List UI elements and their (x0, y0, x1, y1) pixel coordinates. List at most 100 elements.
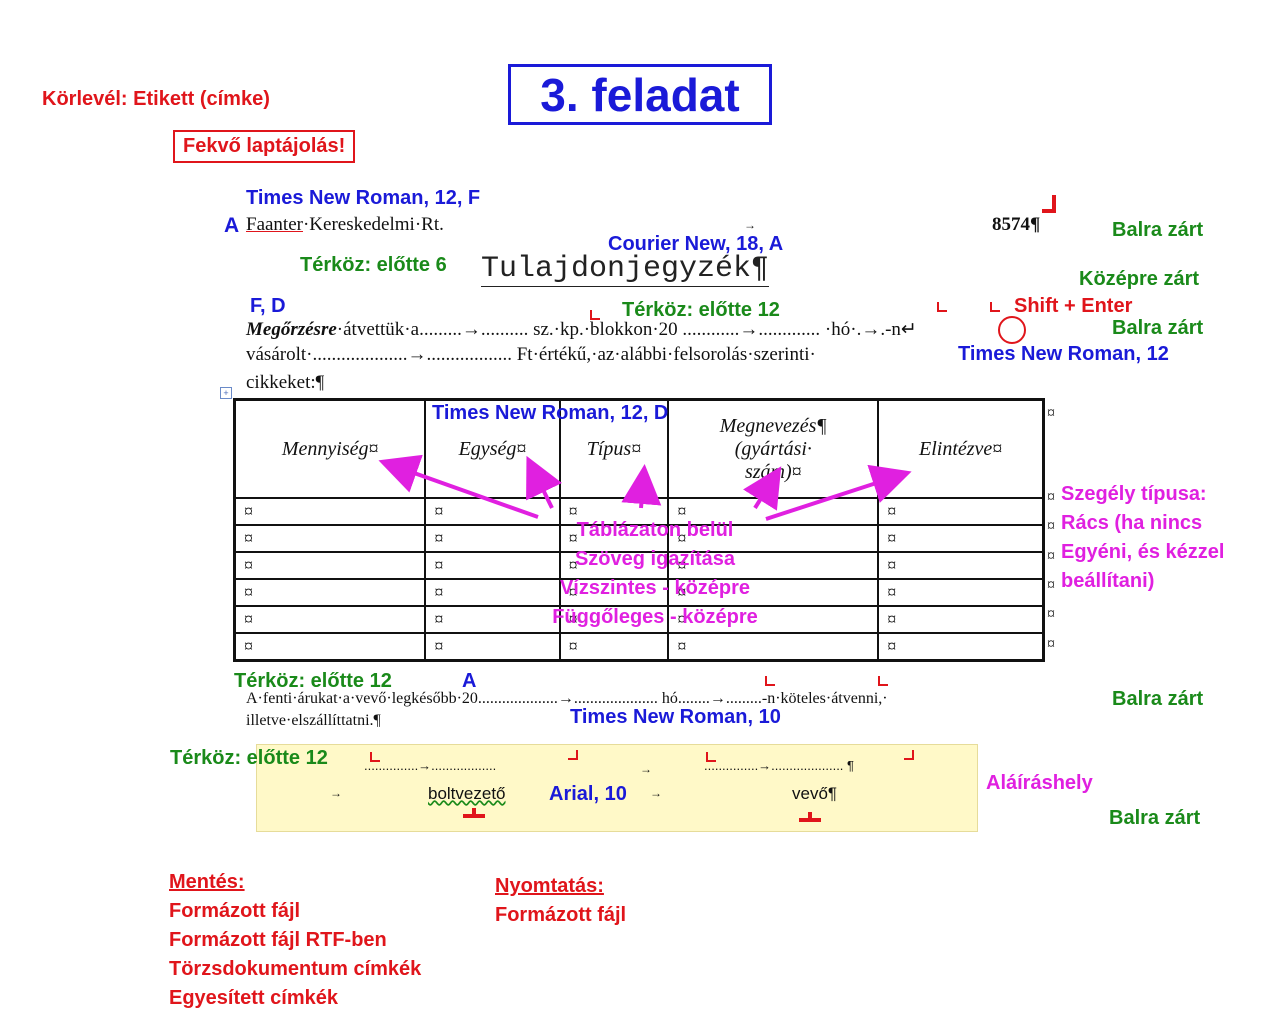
paragraph1-line2: vásárolt·....................→..........… (246, 344, 816, 365)
center-tab-marker (799, 818, 821, 828)
annotation-align-left1: Balra zárt (1112, 219, 1204, 241)
table-cell[interactable]: ¤ (558, 524, 670, 554)
table-cell[interactable]: ¤ (667, 605, 880, 634)
table-cell[interactable]: ¤ (424, 497, 561, 527)
print-heading: Nyomtatás: (495, 875, 604, 897)
tab-stop-marker (706, 752, 716, 762)
table-cell[interactable]: ¤ (667, 551, 880, 581)
annotation-spacing12c: Térköz: előtte 12 (170, 747, 328, 769)
table-row: ¤¤¤¤¤ (233, 605, 1045, 634)
table-cell[interactable]: ¤ (424, 551, 561, 581)
table-cell[interactable]: ¤ (877, 578, 1045, 608)
page-title: 3. feladat (508, 64, 772, 125)
table-cell[interactable]: ¤ (424, 605, 561, 634)
table-cell[interactable]: ¤ (233, 497, 427, 527)
table-row: ¤¤¤¤¤ (233, 631, 1045, 662)
tab-stop-marker (937, 302, 947, 312)
table-cell[interactable]: ¤ (558, 578, 670, 608)
table-cell[interactable]: ¤ (233, 631, 427, 662)
annotation-spacing12b: Térköz: előtte 12 (234, 670, 392, 692)
annotation-font1: Times New Roman, 12, F (246, 187, 481, 209)
arrow-to-quantity (378, 454, 539, 519)
paragraph1-line1-text: ·átvettük·a.........→.......... sz.·kp.·… (336, 319, 917, 340)
arrow-to-type (621, 464, 662, 509)
table-cell[interactable]: ¤ (558, 551, 670, 581)
document-heading: Tulajdonjegyzék¶ (481, 252, 770, 287)
annotation-shift-enter: Shift + Enter (1014, 295, 1133, 317)
annotation-align-left4: Balra zárt (1109, 807, 1201, 829)
row-end-mark: ¤ (1047, 577, 1055, 594)
arrow-to-unit (526, 455, 563, 509)
annotation-align-center: Középre zárt (1079, 268, 1200, 290)
annotation-tnr12d: Times New Roman, 12, D (432, 402, 669, 424)
table-cell[interactable]: ¤ (233, 524, 427, 554)
table-cell[interactable]: ¤ (877, 605, 1045, 634)
signature-block (256, 744, 978, 832)
table-cell[interactable]: ¤ (877, 551, 1045, 581)
table-move-handle-icon[interactable]: + (220, 387, 232, 399)
header-done: Elintézve¤ (877, 398, 1045, 500)
line-break-highlight-circle (998, 316, 1026, 344)
row-end-mark: ¤ (1047, 489, 1055, 506)
tab-stop-marker (370, 752, 380, 762)
table-cell[interactable]: ¤ (424, 524, 561, 554)
table-cell[interactable]: ¤ (667, 524, 880, 554)
header-quantity: Mennyiség¤ (233, 398, 427, 500)
table-cell[interactable]: ¤ (233, 605, 427, 634)
table-cell[interactable]: ¤ (424, 631, 561, 662)
company-name: Faanter (246, 214, 303, 235)
annotation-align-left3: Balra zárt (1112, 688, 1204, 710)
save-item: Törzsdokumentum címkék (169, 958, 422, 980)
tab-stop-marker (904, 750, 914, 760)
right-tab-marker (1042, 195, 1056, 213)
table-cell[interactable]: ¤ (877, 524, 1045, 554)
tab-stop-marker (765, 676, 775, 686)
annotation-courier: Courier New, 18, A (608, 233, 784, 255)
annotation-tnr10: Times New Roman, 10 (570, 706, 781, 728)
company-rest: ·Kereskedelmi·Rt. (302, 214, 444, 235)
row-end-mark: ¤ (1047, 548, 1055, 565)
table-row: ¤¤¤¤¤ (233, 578, 1045, 608)
table-cell[interactable]: ¤ (667, 578, 880, 608)
tab-stop-marker (590, 310, 600, 320)
items-table: Mennyiség¤ Egység¤ Típus¤ Megnevezés¶ (g… (233, 398, 1045, 662)
tab-arrow: → (744, 218, 756, 232)
annotation-f-d: F, D (250, 295, 286, 317)
annotation-signature-place: Aláíráshely (986, 772, 1093, 794)
annotation-spacing12a: Térköz: előtte 12 (622, 299, 780, 321)
table-cell[interactable]: ¤ (233, 578, 427, 608)
signature-label-manager: boltvezető (428, 784, 506, 803)
table-cell[interactable]: ¤ (558, 497, 670, 527)
table-cell[interactable]: ¤ (558, 605, 670, 634)
tab-arrow: → (650, 786, 662, 800)
table-cell[interactable]: ¤ (424, 578, 561, 608)
print-item: Formázott fájl (495, 904, 627, 926)
table-cell[interactable]: ¤ (233, 551, 427, 581)
tab-stop-marker (990, 302, 1000, 312)
company-line: Faanter·Kereskedelmi·Rt. (246, 214, 444, 236)
table-cell[interactable]: ¤ (877, 631, 1045, 662)
row-end-mark: ¤ (1047, 636, 1055, 653)
mail-merge-subtitle: Körlevél: Etikett (címke) (42, 88, 270, 110)
paragraph1-line1: Megőrzésre·átvettük·a.........→.........… (246, 318, 917, 341)
paragraph1-bold-word: Megőrzésre (246, 319, 337, 340)
annotation-table-align: Táblázaton belül Szöveg igazítása Vízszi… (552, 519, 758, 628)
tab-arrow: → (330, 786, 342, 800)
header-type: Típus¤ (558, 398, 670, 500)
annotation-arial10: Arial, 10 (549, 783, 627, 805)
save-item: Formázott fájl RTF-ben (169, 929, 387, 951)
paragraph2-line2: illetve·elszállíttatni.¶ (246, 712, 381, 729)
arrow-to-done (765, 464, 912, 521)
annotation-border-type: Szegély típusa: Rács (ha nincs Egyéni, é… (1061, 483, 1225, 592)
center-tab-marker-stem (472, 808, 476, 816)
center-tab-marker (463, 814, 485, 824)
save-item: Egyesített címkék (169, 987, 338, 1009)
table-row: ¤¤¤¤¤ (233, 524, 1045, 554)
table-cell[interactable]: ¤ (667, 631, 880, 662)
table-cell[interactable]: ¤ (558, 631, 670, 662)
save-item: Formázott fájl (169, 900, 301, 922)
tab-arrow: → (640, 762, 652, 776)
paragraph2-line1: A·fenti·árukat·a·vevő·legkésőbb·20......… (246, 690, 888, 707)
signature-label-buyer: vevő¶ (792, 784, 838, 803)
